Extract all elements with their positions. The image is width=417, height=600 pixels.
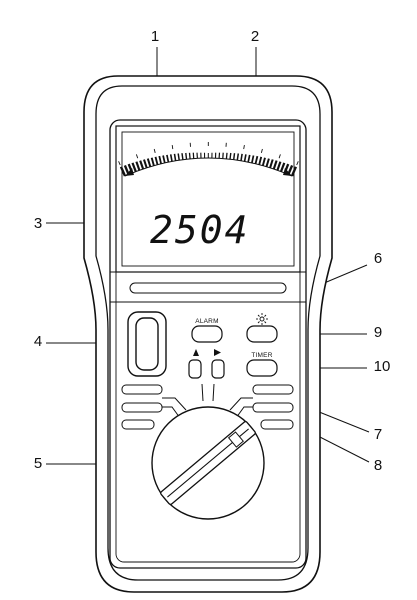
bargraph-right-end <box>283 168 292 176</box>
bargraph-tick <box>261 157 266 166</box>
scale-tick <box>153 148 156 154</box>
bargraph-tick <box>240 153 243 161</box>
timer-label: TIMER <box>251 352 272 359</box>
bargraph-tick <box>258 156 263 165</box>
bargraph-tick <box>188 152 191 159</box>
callout-5: 5 <box>34 455 42 472</box>
bargraph-tick <box>185 152 188 160</box>
bargraph-tick <box>139 160 145 170</box>
alarm-label: ALARM <box>195 318 218 325</box>
test-button-inner <box>135 317 159 371</box>
bargraph-tick <box>272 160 278 170</box>
bargraph-tick <box>150 157 155 166</box>
bargraph-tick <box>143 159 148 169</box>
right-arrow-button[interactable] <box>211 359 225 379</box>
callout-10: 10 <box>374 358 391 375</box>
bargraph-tick <box>162 155 166 164</box>
bargraph-tick <box>236 153 240 161</box>
callout-1: 1 <box>151 28 159 45</box>
scale-tick <box>118 161 121 166</box>
bargraph-tick <box>154 156 159 165</box>
display-slot <box>129 282 287 294</box>
scale-tick <box>260 148 263 154</box>
callout-9: 9 <box>374 324 382 341</box>
bargraph-tick <box>225 152 228 159</box>
bargraph-tick <box>251 155 255 164</box>
scale-tick <box>296 161 299 166</box>
range-markers-right <box>252 384 294 430</box>
range-marker <box>252 402 294 413</box>
alarm-button[interactable] <box>191 325 223 343</box>
timer-button[interactable] <box>246 359 278 377</box>
bargraph-tick <box>177 153 180 161</box>
housing-inner <box>95 85 321 581</box>
range-marker <box>121 419 155 430</box>
bargraph-tick <box>290 166 298 177</box>
scale-tick <box>278 154 281 159</box>
bargraph-tick <box>265 158 270 167</box>
callout-3: 3 <box>34 215 42 232</box>
bargraph-tick <box>254 155 259 165</box>
callout-2: 2 <box>251 28 259 45</box>
bargraph-tick <box>269 159 274 169</box>
triangle-up-icon <box>193 349 199 356</box>
bargraph-tick <box>181 153 184 160</box>
bargraph-tick <box>166 154 170 163</box>
bargraph-tick <box>119 166 127 177</box>
bargraph-tick <box>247 154 251 163</box>
bargraph-tick <box>146 158 152 167</box>
bargraph-tick <box>229 152 232 160</box>
range-marker <box>121 384 163 395</box>
range-marker <box>260 419 294 430</box>
callout-8: 8 <box>374 457 382 474</box>
bargraph-tick <box>173 153 177 161</box>
bargraph-tick <box>232 153 236 160</box>
bargraph-scale <box>118 142 299 177</box>
triangle-right-icon <box>214 349 221 356</box>
dial-pointer <box>227 431 244 448</box>
bargraph-tick <box>158 155 162 165</box>
bargraph-tick <box>131 162 137 172</box>
bargraph-tick <box>279 162 286 172</box>
sun-icon <box>256 313 268 325</box>
bargraph-tick <box>243 154 247 162</box>
callout-4: 4 <box>34 333 42 350</box>
backlight-button[interactable] <box>246 325 278 343</box>
bargraph-left-end <box>125 168 134 176</box>
lcd-reading: 2504 <box>150 208 250 252</box>
range-marker <box>252 384 294 395</box>
callout-7: 7 <box>374 426 382 443</box>
scale-tick <box>135 154 139 159</box>
dial-indicator-lines <box>162 383 253 419</box>
callout-6: 6 <box>374 250 382 267</box>
range-marker <box>121 402 163 413</box>
bargraph-tick <box>169 154 173 162</box>
scale-tick <box>171 145 174 150</box>
left-arrow-button[interactable] <box>188 359 202 379</box>
rotary-dial-knob <box>160 421 256 505</box>
bargraph-tick <box>276 161 282 171</box>
rotary-dial[interactable] <box>151 406 265 520</box>
scale-tick <box>243 145 245 150</box>
range-markers-left <box>121 384 163 430</box>
bargraph-tick <box>135 161 141 171</box>
